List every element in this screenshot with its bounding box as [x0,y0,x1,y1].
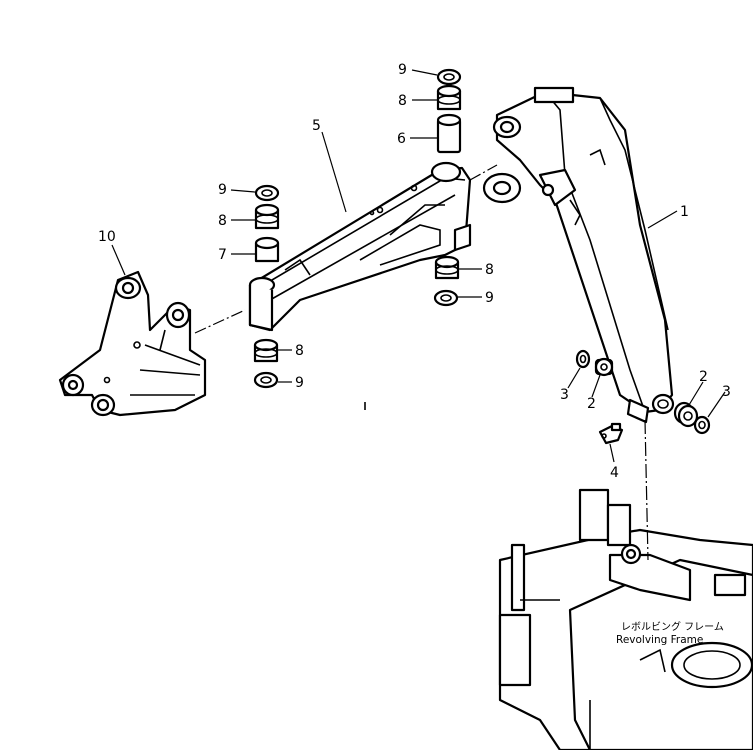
bushing-8-right [434,255,460,280]
callout-2-left: 2 [587,396,596,412]
callout-10: 10 [98,229,116,245]
washer-3-right [693,415,711,435]
callout-3-left: 3 [560,387,569,403]
bushing-2-left [594,357,614,377]
callout-9-right: 9 [485,290,494,306]
callout-6: 6 [397,131,406,147]
callout-2-right: 2 [699,369,708,385]
grease-fitting-4 [598,422,624,445]
washer-9-top [436,68,462,86]
bushing-2-right [673,401,699,428]
bushing-8-top [436,84,462,111]
callout-8-lower: 8 [295,343,304,359]
washer-9-right [433,289,459,307]
callout-5: 5 [312,118,321,134]
callout-9-top: 9 [398,62,407,78]
callout-7: 7 [218,247,227,263]
callout-4: 4 [610,465,619,481]
callout-1: 1 [680,204,689,220]
callout-8-top: 8 [398,93,407,109]
frame-label-japanese: レボルビング フレーム [621,620,724,633]
callout-8-left: 8 [218,213,227,229]
pin-7 [254,236,280,263]
callout-9-lower: 9 [295,375,304,391]
callout-8-right: 8 [485,262,494,278]
washer-9-left [254,184,280,202]
frame-label-english: Revolving Frame [616,634,703,646]
washer-9-lower [253,371,279,389]
bushing-8-lower [253,338,279,363]
callout-3-right: 3 [722,384,731,400]
revolving-frame [498,488,753,750]
bracket-part-10 [58,270,207,417]
pin-6 [436,113,462,154]
arm-part-5 [248,161,472,332]
bushing-8-left [254,203,280,230]
leader-lines [111,69,726,463]
washer-3-left [575,349,591,369]
callout-9-left: 9 [218,182,227,198]
boom-part-1 [482,86,675,424]
